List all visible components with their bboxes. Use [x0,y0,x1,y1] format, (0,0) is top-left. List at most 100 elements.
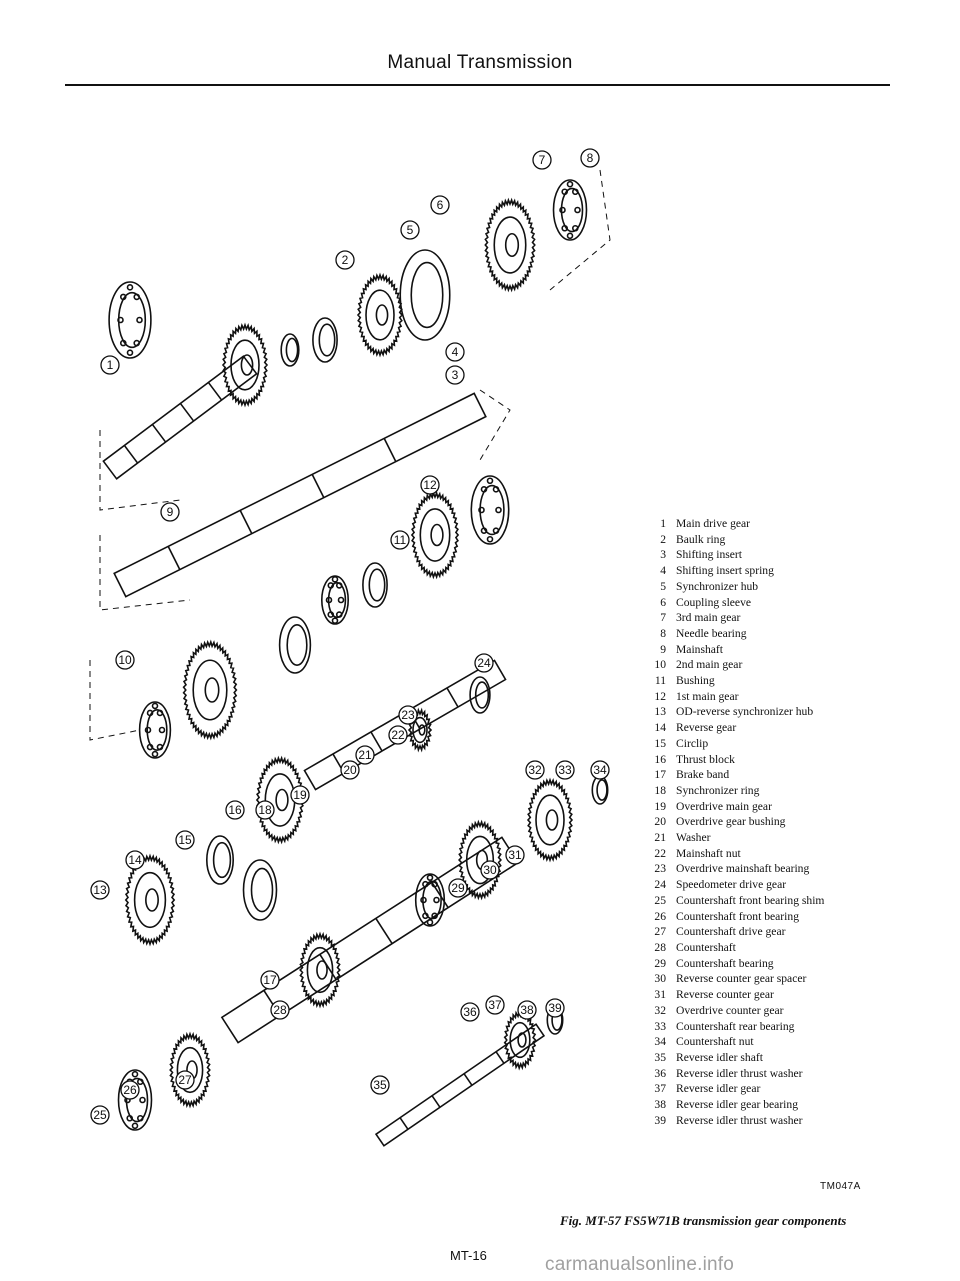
callout-number: 35 [373,1078,387,1092]
legend-number: 23 [654,862,666,876]
legend-number: 18 [654,783,666,797]
callout-36: 36 [460,1002,480,1022]
callout-23: 23 [398,705,418,725]
legend-number: 39 [654,1113,666,1127]
needle-bearing-small [280,333,300,367]
legend-label: Reverse idler gear bearing [676,1098,798,1112]
overdrive-counter-gear [526,777,574,863]
countershaft-bearing [414,873,446,927]
legend-label: Countershaft nut [676,1035,754,1049]
legend-label: Circlip [676,736,709,750]
bushing [362,562,388,608]
callout-number: 28 [273,1003,287,1017]
figure-id: TM047A [820,1181,861,1192]
legend-label: Countershaft drive gear [676,925,786,939]
legend-label: Countershaft rear bearing [676,1019,795,1033]
mainshaft [113,392,487,598]
legend-label: Reverse counter gear [676,988,774,1002]
callout-6: 6 [430,195,450,215]
legend-label: Countershaft bearing [676,956,774,970]
callout-3: 3 [445,365,465,385]
legend-label: Shifting insert [676,548,743,562]
legend-number: 8 [660,626,666,640]
od-reverse-synchronizer-hub [124,853,176,947]
legend-label: Shifting insert spring [676,564,774,578]
coupling-sleeve [399,249,451,341]
legend-label: Countershaft front bearing shim [676,893,825,907]
callout-number: 33 [558,763,572,777]
callout-number: 10 [118,653,132,667]
callout-13: 13 [90,880,110,900]
axis-dashed-line [89,660,141,741]
callout-37: 37 [485,995,505,1015]
callout-34: 34 [590,760,610,780]
callout-16: 16 [225,800,245,820]
legend-label: Reverse idler shaft [676,1050,763,1064]
callout-21: 21 [355,745,375,765]
second-main-gear [182,639,238,741]
callout-20: 20 [340,760,360,780]
legend-number: 13 [654,705,666,719]
callout-39: 39 [545,998,565,1018]
callout-number: 2 [342,253,349,267]
legend-number: 4 [660,564,666,578]
callout-number: 18 [258,803,272,817]
legend-number: 1 [660,517,666,530]
callout-24: 24 [474,653,494,673]
legend-number: 15 [654,736,666,750]
legend-label: Reverse counter gear spacer [676,972,807,986]
legend-label: 3rd main gear [676,611,741,625]
legend-label: Bushing [676,674,715,688]
legend-number: 3 [660,548,666,562]
synchronizer-hub [356,272,404,358]
callout-number: 3 [452,368,459,382]
countershaft-drive-gear [299,931,341,1009]
axis-dashed-line [99,535,191,611]
callout-12: 12 [420,475,440,495]
legend-number: 7 [660,611,666,625]
callout-number: 31 [508,848,522,862]
callout-29: 29 [448,878,468,898]
callout-number: 26 [123,1083,137,1097]
legend-number: 25 [654,893,666,907]
callout-number: 30 [483,863,497,877]
callout-31: 31 [505,845,525,865]
callout-10: 10 [115,650,135,670]
legend-label: Overdrive mainshaft bearing [676,862,810,876]
legend-number: 26 [654,909,666,923]
callout-number: 32 [528,763,542,777]
callout-number: 13 [93,883,107,897]
callout-15: 15 [175,830,195,850]
legend-number: 16 [654,752,666,766]
callout-22: 22 [388,725,408,745]
legend-item: 3 Shifting insert [646,547,946,563]
legend-label: Reverse idler thrust washer [676,1066,803,1080]
callout-number: 24 [477,656,491,670]
legend-item: 7 3rd main gear [646,610,946,626]
callout-number: 6 [437,198,444,212]
watermark: carmanualsonline.info [545,1254,735,1275]
speedometer-drive-gear [407,707,433,753]
legend-label: 1st main gear [676,689,739,703]
legend-number: 37 [654,1082,666,1096]
legend-label: Mainshaft [676,642,724,656]
legend-label: Reverse gear [676,721,737,735]
